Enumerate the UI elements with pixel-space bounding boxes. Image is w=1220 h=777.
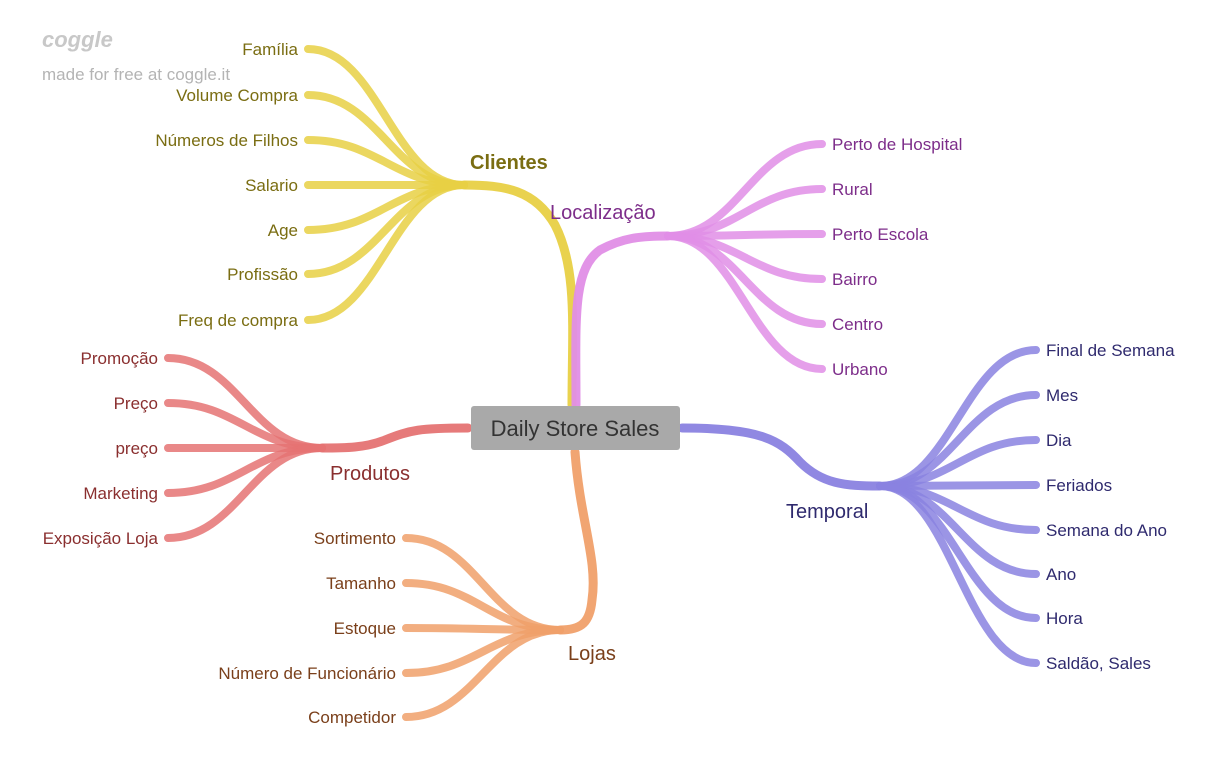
leaf-link-lojas-4 bbox=[402, 626, 564, 721]
leaf-node-temporal-5[interactable]: Ano bbox=[1046, 565, 1076, 584]
branch-link-lojas bbox=[555, 447, 598, 635]
leaf-node-temporal-7[interactable]: Saldão, Sales bbox=[1046, 654, 1151, 673]
leaf-node-temporal-2[interactable]: Dia bbox=[1046, 431, 1072, 450]
branch-node-lojas[interactable]: Lojas bbox=[568, 643, 616, 665]
leaf-node-clientes-1[interactable]: Volume Compra bbox=[176, 86, 298, 105]
leaf-node-clientes-5[interactable]: Profissão bbox=[227, 265, 298, 284]
leaf-node-clientes-4[interactable]: Age bbox=[268, 221, 298, 240]
leaf-node-temporal-1[interactable]: Mes bbox=[1046, 386, 1078, 405]
leaf-node-temporal-3[interactable]: Feriados bbox=[1046, 476, 1112, 495]
leaf-link-localizacao-5 bbox=[664, 232, 826, 373]
leaf-node-produtos-0[interactable]: Promoção bbox=[81, 349, 158, 368]
leaf-link-temporal-7 bbox=[876, 482, 1040, 667]
leaf-node-localizacao-5[interactable]: Urbano bbox=[832, 360, 888, 379]
leaf-link-clientes-6 bbox=[304, 181, 468, 324]
leaf-node-produtos-4[interactable]: Exposição Loja bbox=[43, 529, 159, 548]
watermark: coggle made for free at coggle.it bbox=[42, 27, 230, 84]
leaf-node-temporal-4[interactable]: Semana do Ano bbox=[1046, 521, 1167, 540]
leaf-link-produtos-4 bbox=[164, 444, 326, 542]
root-node[interactable]: Daily Store Sales bbox=[471, 406, 680, 450]
leaf-node-clientes-3[interactable]: Salario bbox=[245, 176, 298, 195]
branch-link-temporal bbox=[677, 423, 885, 491]
root-node-box[interactable] bbox=[471, 406, 680, 450]
branch-node-temporal[interactable]: Temporal bbox=[786, 501, 868, 523]
branch-node-localizacao[interactable]: Localização bbox=[550, 202, 656, 224]
leaf-node-temporal-6[interactable]: Hora bbox=[1046, 609, 1083, 628]
leaf-node-lojas-4[interactable]: Competidor bbox=[308, 708, 396, 727]
leaf-node-localizacao-3[interactable]: Bairro bbox=[832, 270, 877, 289]
root-node-label: Daily Store Sales bbox=[491, 416, 660, 441]
leaf-node-produtos-2[interactable]: preço bbox=[115, 439, 158, 458]
leaf-node-clientes-2[interactable]: Números de Filhos bbox=[155, 131, 298, 150]
branch-link-produtos bbox=[317, 423, 473, 453]
leaf-node-lojas-1[interactable]: Tamanho bbox=[326, 574, 396, 593]
leaf-node-localizacao-4[interactable]: Centro bbox=[832, 315, 883, 334]
leaf-node-localizacao-0[interactable]: Perto de Hospital bbox=[832, 135, 962, 154]
leaf-node-lojas-0[interactable]: Sortimento bbox=[314, 529, 396, 548]
leaf-node-clientes-6[interactable]: Freq de compra bbox=[178, 311, 299, 330]
leaf-node-produtos-3[interactable]: Marketing bbox=[83, 484, 158, 503]
leaf-node-produtos-1[interactable]: Preço bbox=[114, 394, 158, 413]
coggle-logo: coggle bbox=[42, 27, 113, 52]
leaf-node-localizacao-2[interactable]: Perto Escola bbox=[832, 225, 929, 244]
branch-link-localizacao bbox=[571, 231, 673, 410]
leaf-node-localizacao-1[interactable]: Rural bbox=[832, 180, 873, 199]
watermark-tagline: made for free at coggle.it bbox=[42, 65, 230, 84]
branch-node-clientes[interactable]: Clientes bbox=[470, 152, 548, 174]
leaf-node-clientes-0[interactable]: Família bbox=[242, 40, 298, 59]
leaf-node-temporal-0[interactable]: Final de Semana bbox=[1046, 341, 1175, 360]
branch-node-produtos[interactable]: Produtos bbox=[330, 463, 410, 485]
leaf-node-lojas-3[interactable]: Número de Funcionário bbox=[218, 664, 396, 683]
leaf-node-lojas-2[interactable]: Estoque bbox=[334, 619, 396, 638]
